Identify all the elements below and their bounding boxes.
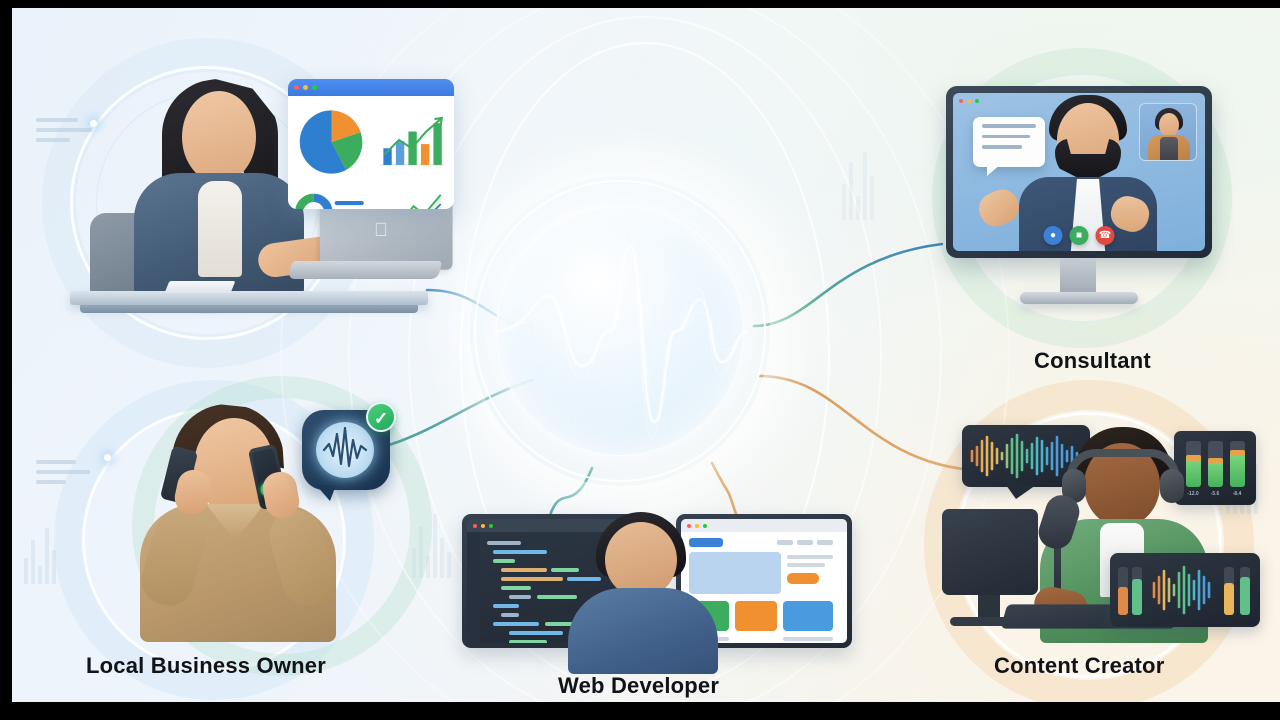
persona-web-developer[interactable] <box>462 508 852 674</box>
monitor-neck <box>978 595 1000 621</box>
monitor-neck <box>1060 258 1096 298</box>
maximize-icon[interactable] <box>975 98 979 103</box>
dashboard-body <box>288 96 454 209</box>
cta-button[interactable] <box>787 573 819 584</box>
monitor-foot <box>1020 292 1138 304</box>
vu-meter-label: -12.0 <box>1187 491 1199 497</box>
chat-line <box>982 124 1036 128</box>
vu-meter-fill <box>1186 458 1201 487</box>
connector-content-creator <box>758 374 974 472</box>
label-local-business-owner: Local Business Owner <box>86 653 326 678</box>
vu-meter-track <box>1230 441 1245 487</box>
verified-check-icon: ✓ <box>366 402 396 432</box>
pie-chart <box>295 103 368 181</box>
hero-block <box>689 552 781 594</box>
chat-line <box>982 145 1022 149</box>
desk-top <box>70 291 428 305</box>
head <box>1159 113 1179 137</box>
vu-meter-cap <box>1230 450 1245 457</box>
website-builder-monitor[interactable] <box>676 514 852 648</box>
headphone-cup-right <box>1160 469 1184 503</box>
monitor-bezel: ● ■ ☎ <box>946 86 1212 258</box>
close-icon[interactable] <box>959 98 963 103</box>
vu-meter-cap <box>1208 457 1223 464</box>
side-monitor[interactable] <box>942 509 1038 595</box>
minimize-icon[interactable] <box>695 523 699 528</box>
end-call-button[interactable]: ☎ <box>1095 226 1115 245</box>
persona-local-business-owner[interactable]:  <box>62 63 462 333</box>
maximize-icon[interactable] <box>703 523 707 528</box>
browser-titlebar <box>681 519 847 532</box>
minimize-icon[interactable] <box>967 98 971 103</box>
line-number-gutter <box>467 532 480 643</box>
chat-line <box>982 134 1030 138</box>
apron <box>1160 137 1178 160</box>
editor-titlebar <box>467 519 633 532</box>
audio-tablet-panel[interactable] <box>1110 553 1260 627</box>
desk-edge <box>80 305 418 313</box>
connector-consultant <box>752 242 944 328</box>
apple-logo-icon:  <box>372 220 389 241</box>
nav-button[interactable] <box>689 538 723 547</box>
line-chart <box>374 187 447 209</box>
headphone-band <box>1066 449 1180 479</box>
vu-meter-cap <box>1186 454 1201 461</box>
mic-button[interactable]: ● <box>1043 226 1063 245</box>
paper-sheet <box>164 281 236 293</box>
label-content-creator: Content Creator <box>994 653 1165 678</box>
camera-button[interactable]: ■ <box>1069 226 1089 245</box>
vu-meter-track <box>1186 441 1201 487</box>
minimize-icon[interactable] <box>303 85 308 90</box>
voice-waveform-bubble[interactable]: ✓ <box>302 402 396 501</box>
orb-inner-sphere <box>496 206 744 456</box>
monitor-foot <box>950 617 1030 626</box>
head <box>605 522 677 598</box>
persona-content-creator[interactable]: -12.0 -5.6 -8.4 <box>942 413 1262 643</box>
vu-meter-fill <box>1230 452 1245 487</box>
persona-consultant[interactable]: ● ■ ☎ <box>942 86 1232 356</box>
voice-ai-orb[interactable] <box>470 176 770 486</box>
connector-web-developer-2 <box>710 461 740 522</box>
participant-thumbnail[interactable] <box>1139 103 1197 161</box>
donut-chart-with-legend <box>295 187 368 209</box>
close-icon[interactable] <box>294 85 299 90</box>
close-icon[interactable] <box>473 523 477 528</box>
left-hand <box>973 184 1025 232</box>
vu-meter-track <box>1208 441 1223 487</box>
label-web-developer: Web Developer <box>558 673 720 698</box>
shirt <box>198 181 242 277</box>
panel-tail <box>1006 485 1036 499</box>
analytics-dashboard-window[interactable] <box>288 79 454 209</box>
illustration-canvas:  <box>12 8 1280 702</box>
chat-bubble-tail <box>987 164 1001 176</box>
orb-waveform <box>493 227 749 439</box>
laptop-base <box>287 261 443 279</box>
persona-phone-caller[interactable]: ✓ <box>88 392 408 642</box>
video-titlebar <box>953 93 1205 105</box>
vu-meter-fill <box>1208 460 1223 487</box>
vu-meter-panel[interactable]: -12.0 -5.6 -8.4 <box>1174 431 1256 505</box>
vu-meter-label: -8.4 <box>1232 491 1242 497</box>
shirt-torso <box>568 588 718 674</box>
vu-meter-label: -5.6 <box>1210 491 1220 497</box>
headphones-icon <box>1062 449 1184 511</box>
mic-stand <box>1054 541 1061 609</box>
call-controls: ● ■ ☎ <box>1043 226 1115 245</box>
bar-chart <box>374 103 447 181</box>
close-icon[interactable] <box>687 523 691 528</box>
chat-bubble[interactable] <box>973 117 1045 176</box>
dashboard-titlebar <box>288 79 454 96</box>
maximize-icon[interactable] <box>312 85 317 90</box>
orb-outer-ring <box>474 180 766 482</box>
head <box>182 91 256 183</box>
minimize-icon[interactable] <box>481 523 485 528</box>
label-consultant: Consultant <box>1034 348 1151 373</box>
maximize-icon[interactable] <box>489 523 493 528</box>
bubble-tail <box>316 485 336 501</box>
bubble-waveform-disc <box>316 422 374 478</box>
video-call-screen[interactable]: ● ■ ☎ <box>953 93 1205 251</box>
